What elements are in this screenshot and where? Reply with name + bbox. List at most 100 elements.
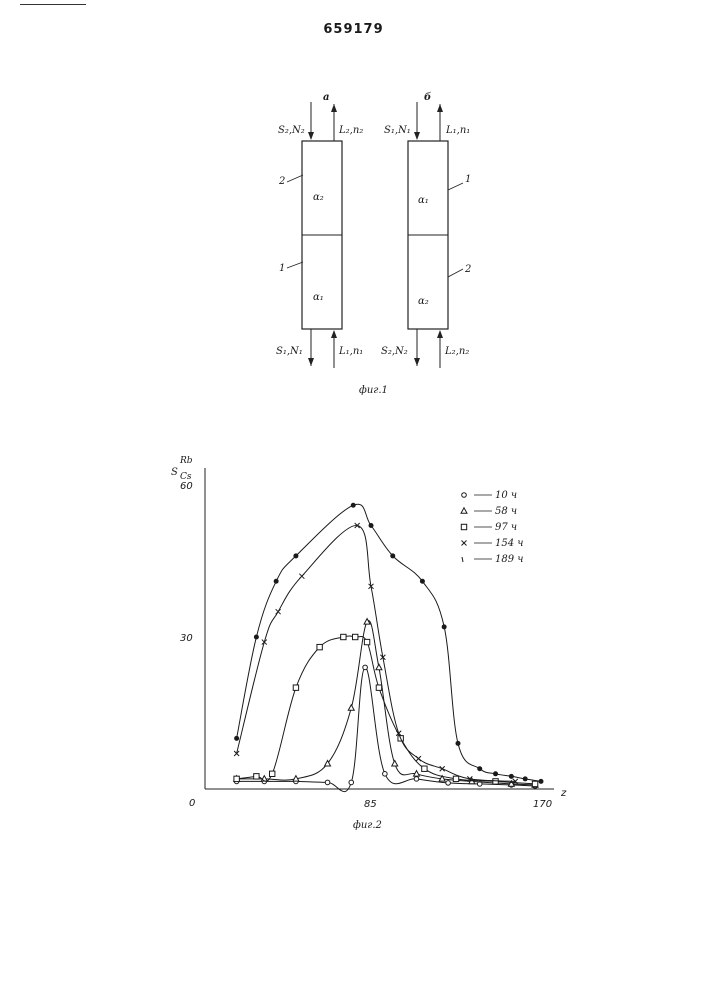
data-point-s1-6 (376, 664, 382, 670)
fig2: S Cs Rb 60 30 0 85 170 z 10 ч58 ч97 ч154… (171, 456, 567, 831)
panel-a-lower-index: 1 (279, 263, 285, 274)
data-point-s2-13 (532, 781, 537, 786)
y-tick-60: 60 (180, 481, 193, 492)
panel-b-lower-index: 2 (464, 264, 471, 275)
data-point-s2-6 (353, 634, 358, 639)
panel-a-in-top-arrowhead (308, 132, 314, 140)
legend-symbol-3 (462, 541, 467, 546)
series-line-1 (237, 621, 535, 785)
legend-label-4: 189 ч (495, 554, 524, 565)
data-point-s4-13 (523, 776, 528, 781)
panel-a-upper-label: α₂ (313, 192, 324, 203)
panel-b-out-bottom-arrowhead (414, 358, 420, 366)
panel-b-letter: б (424, 92, 431, 103)
data-point-s2-4 (317, 644, 322, 649)
fig1-panel-a: а S₂,N₂ L₂,n₂ α₂ α₁ 2 1 S₁,N₁ L₁,n (276, 92, 363, 368)
data-point-s4-3 (293, 553, 298, 558)
data-point-s0-3 (325, 780, 330, 785)
fig2-caption: фиг.2 (353, 820, 382, 831)
data-point-s0-5 (363, 665, 368, 670)
legend-label-2: 97 ч (495, 522, 517, 533)
data-point-s2-0 (234, 776, 239, 781)
panel-b-upper-label: α₁ (418, 195, 429, 206)
panel-a-out-bottom-arrowhead (308, 358, 314, 366)
panel-b-bottom-left-label: S₂,N₂ (381, 346, 408, 357)
series-line-2 (237, 636, 535, 784)
y-axis-label-main: S (171, 467, 178, 478)
panel-b-in-bottom-arrowhead (437, 330, 443, 338)
x-tick-0: 0 (189, 798, 195, 809)
legend-entry-2: 97 ч (461, 522, 517, 533)
panel-a-lower-leader (287, 262, 303, 268)
data-point-s4-11 (493, 771, 498, 776)
data-point-s1-4 (348, 705, 354, 711)
data-point-s4-0 (234, 736, 239, 741)
data-point-s1-7 (392, 760, 398, 766)
data-point-s4-2 (274, 579, 279, 584)
panel-b-bottom-right-label: L₂,n₂ (444, 346, 469, 357)
data-point-s2-11 (453, 776, 458, 781)
data-point-s4-14 (539, 779, 544, 784)
panel-b-top-right-label: L₁,n₁ (445, 125, 470, 136)
y-axis-label: S Cs Rb (171, 456, 193, 482)
panel-a-letter: а (323, 92, 329, 103)
data-point-s4-8 (442, 624, 447, 629)
fig1: а S₂,N₂ L₂,n₂ α₂ α₁ 2 1 S₁,N₁ L₁,n (276, 92, 471, 396)
data-point-s3-8 (416, 756, 421, 761)
data-point-s2-8 (376, 685, 381, 690)
legend-symbol-4 (462, 557, 463, 562)
data-point-s4-1 (254, 635, 259, 640)
x-tick-170: 170 (533, 799, 552, 810)
legend-label-1: 58 ч (495, 506, 517, 517)
legend-entry-1: 58 ч (461, 506, 517, 517)
data-point-s0-8 (446, 781, 451, 786)
panel-a-upper-leader (287, 175, 303, 182)
legend-symbol-0 (462, 493, 467, 498)
panel-a-top-left-label: S₂,N₂ (278, 125, 305, 136)
legend-label-3: 154 ч (495, 538, 524, 549)
legend-entry-4: 189 ч (462, 554, 524, 565)
data-point-s4-6 (390, 553, 395, 558)
panel-b-upper-leader (448, 183, 463, 190)
legend-symbol-2 (461, 524, 466, 529)
panel-b-lower-leader (448, 269, 463, 277)
panel-a-bottom-right-label: L₁,n₁ (338, 346, 363, 357)
data-point-s2-7 (364, 639, 369, 644)
data-point-s2-10 (422, 766, 427, 771)
data-point-s3-3 (299, 574, 304, 579)
panel-b-in-top-arrowhead (414, 132, 420, 140)
panel-a-top-right-label: L₂,n₂ (338, 125, 363, 136)
panel-a-upper-index: 2 (278, 176, 285, 187)
x-tick-85: 85 (364, 799, 377, 810)
data-point-s0-6 (383, 772, 388, 777)
data-point-s3-2 (276, 609, 281, 614)
panel-a-bottom-left-label: S₁,N₁ (276, 346, 303, 357)
data-point-s4-9 (455, 741, 460, 746)
data-point-s4-5 (369, 523, 374, 528)
fig2-legend: 10 ч 58 ч 97 ч 154 ч 189 ч (461, 490, 524, 565)
data-point-s4-10 (477, 766, 482, 771)
data-point-s2-1 (254, 774, 259, 779)
data-point-s4-4 (351, 503, 356, 508)
data-point-s2-3 (293, 685, 298, 690)
panel-b-out-top-arrowhead (437, 104, 443, 112)
panel-b-lower-label: α₂ (418, 296, 429, 307)
legend-entry-0: 10 ч (462, 490, 517, 501)
y-axis-label-sup: Rb (179, 456, 193, 466)
data-point-s2-2 (270, 771, 275, 776)
data-point-s4-7 (420, 579, 425, 584)
panel-a-lower-label: α₁ (313, 292, 324, 303)
legend-entry-3: 154 ч (462, 538, 524, 549)
panel-a-in-bottom-arrowhead (331, 330, 337, 338)
legend-label-0: 10 ч (495, 490, 517, 501)
data-point-s0-7 (414, 777, 419, 782)
data-point-s0-4 (349, 780, 354, 785)
fig1-panel-b: б S₁,N₁ L₁,n₁ α₁ α₂ 1 2 S₂,N₂ L₂,n₂ (381, 92, 471, 368)
data-point-s4-12 (509, 774, 514, 779)
y-tick-30: 30 (180, 633, 193, 644)
legend-symbol-1 (461, 508, 467, 514)
series-0 (234, 665, 537, 792)
data-point-s2-5 (341, 634, 346, 639)
series-1 (234, 619, 538, 788)
